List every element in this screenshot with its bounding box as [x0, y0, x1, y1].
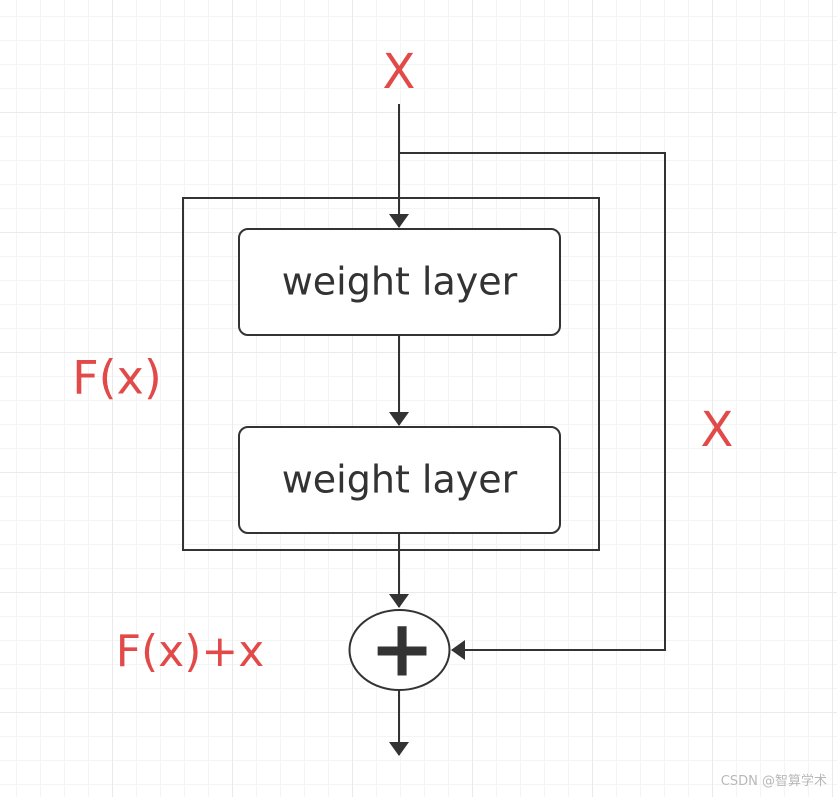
residual-function-frame [182, 197, 600, 551]
watermark: CSDN @智算学术 [720, 774, 827, 789]
input-label: X [383, 44, 416, 100]
output-label: F(x)+x [116, 626, 265, 677]
weight-layer-1-label: weight layer [282, 260, 518, 304]
weight-layer-2-label: weight layer [282, 458, 518, 502]
block-label: F(x) [72, 351, 162, 405]
plus-icon: + [369, 604, 434, 694]
shortcut-label: X [701, 402, 734, 458]
shortcut-connection [399, 152, 666, 660]
